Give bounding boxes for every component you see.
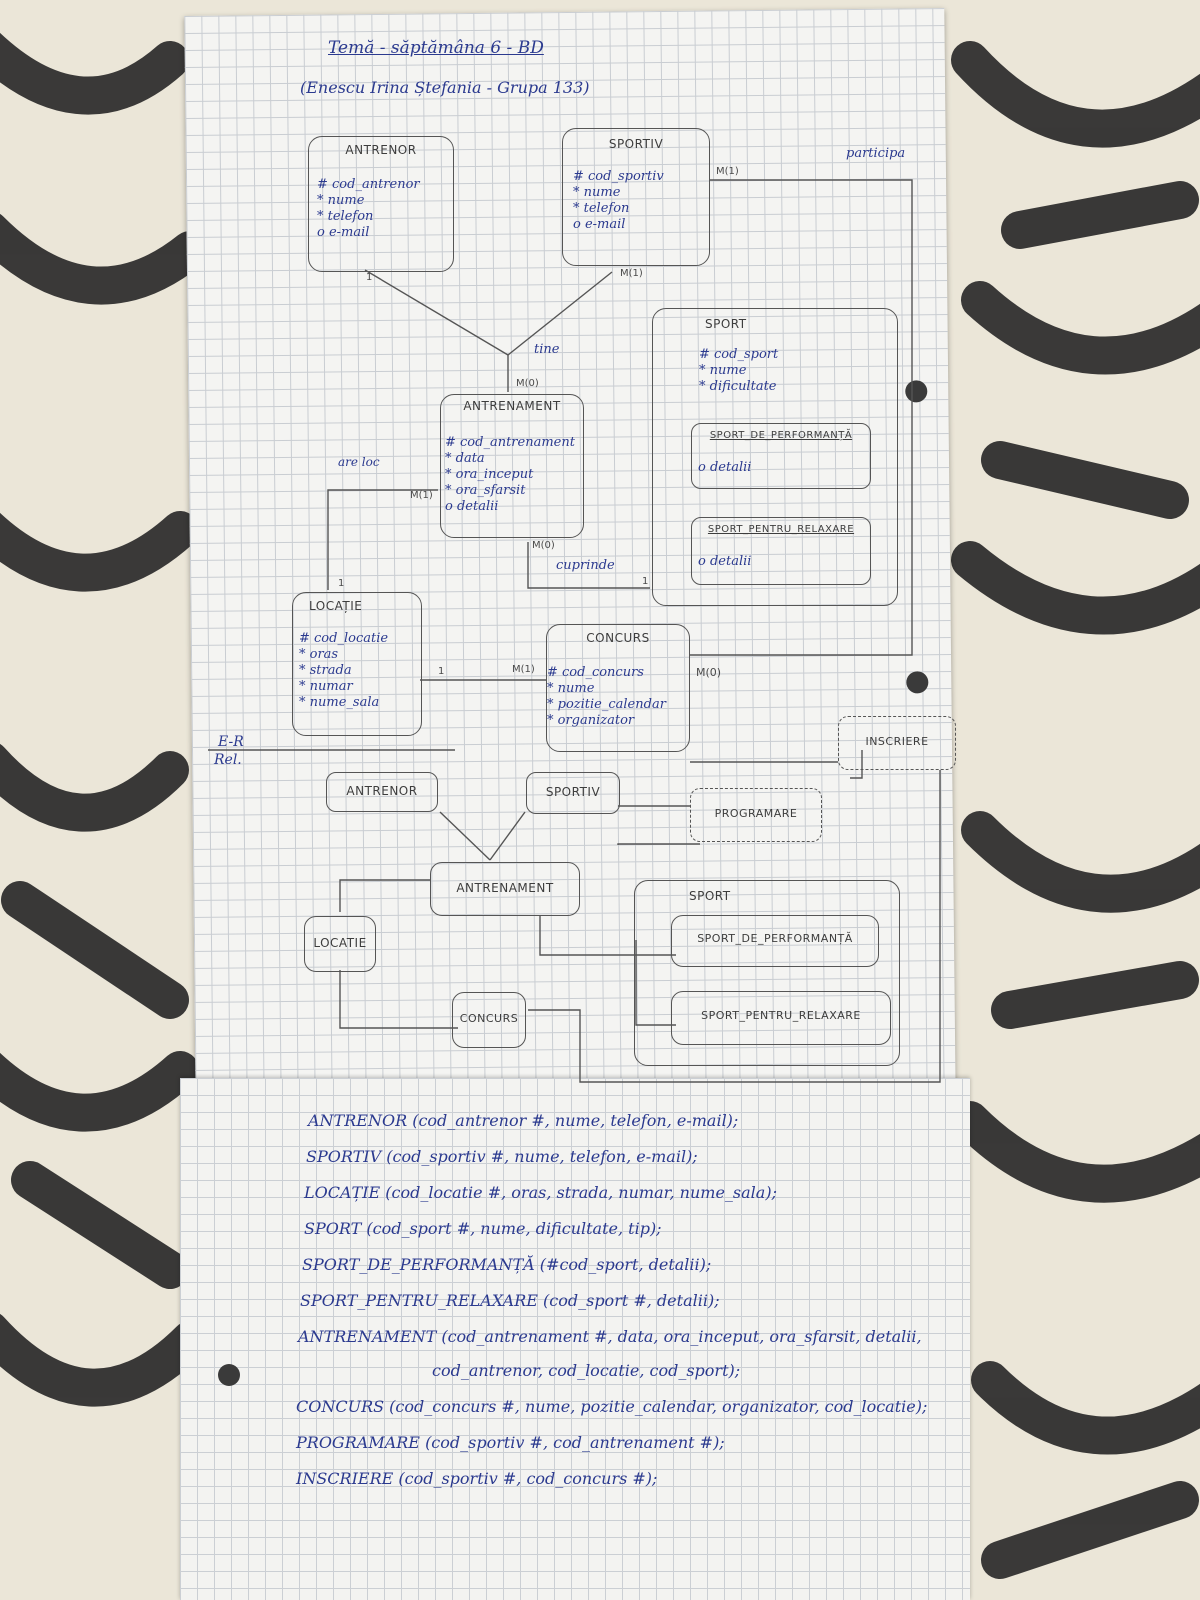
schema-line: cod_antrenor, cod_locatie, cod_sport); (432, 1361, 741, 1380)
cardinality-label: 1 (438, 666, 445, 677)
entity-sportiv: SPORTIV # cod_sportiv * nume * telefon o… (562, 128, 710, 266)
entity-concurs: CONCURS # cod_concurs * nume * pozitie_c… (546, 624, 690, 752)
label-er: E-R (218, 734, 244, 750)
schema-line: ANTRENAMENT (cod_antrenament #, data, or… (298, 1327, 922, 1346)
cardinality-label: M(0) (516, 378, 539, 389)
page-title: Temă - săptămâna 6 - BD (328, 38, 544, 58)
box-label: ANTRENAMENT (456, 881, 554, 895)
attribute: * nume (573, 185, 621, 200)
entity-sport: SPORT # cod_sport * nume * dificultate S… (652, 308, 898, 606)
box-label: SPORT_DE_PERFORMANȚĂ (697, 932, 853, 945)
cardinality-label: 1 (642, 576, 649, 587)
punch-hole (906, 671, 929, 694)
cardinality-label: M(1) (410, 490, 433, 501)
attribute: o detalii (698, 460, 752, 475)
schema-line: INSCRIERE (cod_sportiv #, cod_concurs #)… (296, 1469, 658, 1488)
attribute: # cod_antrenor (317, 177, 420, 192)
paper-sheet-bottom (180, 1078, 970, 1600)
rel-box-locatie: LOCATIE (304, 916, 376, 972)
schema-line: LOCAȚIE (cod_locatie #, oras, strada, nu… (304, 1183, 777, 1202)
attribute: * telefon (317, 209, 374, 224)
schema-line: CONCURS (cod_concurs #, nume, pozitie_ca… (296, 1397, 928, 1416)
schema-line: SPORT_PENTRU_RELAXARE (cod_sport #, deta… (300, 1291, 720, 1310)
attribute: * nume_sala (299, 695, 380, 710)
subtype-sport-de-performanta: SPORT_DE_PERFORMANȚĂ o detalii (691, 423, 871, 489)
box-label: CONCURS (459, 1012, 519, 1025)
entity-title: ANTRENOR (345, 143, 417, 157)
attribute: * ora_inceput (445, 467, 534, 482)
rel-box-sport: SPORT SPORT_DE_PERFORMANȚĂ SPORT_PENTRU_… (634, 880, 900, 1066)
label-rel: Rel. (214, 752, 242, 768)
box-label: SPORT_PENTRU_RELAXARE (701, 1009, 861, 1022)
rel-box-sport-de-performanta: SPORT_DE_PERFORMANȚĂ (671, 915, 879, 967)
rel-box-sport-pentru-relaxare: SPORT_PENTRU_RELAXARE (671, 991, 891, 1045)
box-label: LOCATIE (313, 936, 367, 950)
attribute: # cod_sport (699, 347, 779, 362)
punch-hole (905, 380, 928, 403)
attribute: * nume (317, 193, 365, 208)
cardinality-label: 1 (366, 272, 373, 283)
attribute: * telefon (573, 201, 630, 216)
attribute: # cod_sportiv (573, 169, 664, 184)
attribute: * strada (299, 663, 352, 678)
relation-label-cuprinde: cuprinde (556, 558, 615, 573)
schema-line: SPORT (cod_sport #, nume, dificultate, t… (304, 1219, 662, 1238)
attribute: o e-mail (573, 217, 626, 232)
entity-antrenament: ANTRENAMENT # cod_antrenament * data * o… (440, 394, 584, 538)
box-label: SPORT (689, 889, 731, 903)
punch-hole (218, 1364, 240, 1386)
cardinality-label: M(1) (716, 166, 739, 177)
attribute: # cod_locatie (299, 631, 389, 646)
cardinality-label: M(0) (532, 540, 555, 551)
relation-label-tine: tine (534, 342, 560, 357)
entity-antrenor: ANTRENOR # cod_antrenor * nume * telefon… (308, 136, 454, 272)
cardinality-label: M(0) (696, 666, 722, 679)
rel-box-antrenor: ANTRENOR (326, 772, 438, 812)
schema-line: PROGRAMARE (cod_sportiv #, cod_antrename… (296, 1433, 725, 1452)
schema-line: SPORT_DE_PERFORMANȚĂ (#cod_sport, detali… (302, 1255, 712, 1274)
entity-title: ANTRENAMENT (463, 399, 561, 413)
attribute: o detalii (698, 554, 752, 569)
attribute: o detalii (445, 499, 499, 514)
attribute: * pozitie_calendar (547, 697, 666, 712)
rel-box-antrenament: ANTRENAMENT (430, 862, 580, 916)
schema-line: ANTRENOR (cod_antrenor #, nume, telefon,… (308, 1111, 739, 1130)
attribute: * data (445, 451, 485, 466)
entity-title: SPORT_PENTRU_RELAXARE (707, 524, 855, 535)
attribute: * oras (299, 647, 339, 662)
entity-title: CONCURS (586, 631, 650, 645)
attribute: # cod_concurs (547, 665, 644, 680)
relation-label-are-loc: are loc (338, 455, 380, 469)
author-line: (Enescu Irina Ștefania - Grupa 133) (300, 78, 590, 97)
attribute: * numar (299, 679, 353, 694)
attribute: * dificultate (699, 379, 777, 394)
rel-box-concurs: CONCURS (452, 992, 526, 1048)
attribute: o e-mail (317, 225, 370, 240)
rel-box-inscriere: INSCRIERE (838, 716, 956, 770)
entity-title: SPORTIV (608, 137, 664, 151)
rel-box-programare: PROGRAMARE (690, 788, 822, 842)
box-label: SPORTIV (545, 785, 601, 799)
attribute: * nume (699, 363, 747, 378)
attribute: * ora_sfarsit (445, 483, 526, 498)
entity-title: SPORT (705, 317, 747, 331)
attribute: # cod_antrenament (445, 435, 575, 450)
entity-locatie: LOCAȚIE # cod_locatie * oras * strada * … (292, 592, 422, 736)
entity-title: LOCAȚIE (309, 599, 363, 613)
rel-box-sportiv: SPORTIV (526, 772, 620, 814)
box-label: ANTRENOR (346, 784, 418, 798)
box-label: INSCRIERE (865, 735, 929, 748)
subtype-sport-pentru-relaxare: SPORT_PENTRU_RELAXARE o detalii (691, 517, 871, 585)
schema-line: SPORTIV (cod_sportiv #, nume, telefon, e… (306, 1147, 698, 1166)
cardinality-label: 1 (338, 578, 345, 589)
attribute: * nume (547, 681, 595, 696)
entity-title: SPORT_DE_PERFORMANȚĂ (709, 430, 853, 441)
box-label: PROGRAMARE (714, 807, 798, 820)
attribute: * organizator (547, 713, 635, 728)
cardinality-label: M(1) (512, 664, 535, 675)
relation-label-participa: participa (846, 146, 906, 161)
cardinality-label: M(1) (620, 268, 643, 279)
relational-schema: ANTRENOR (cod_antrenor #, nume, telefon,… (296, 1110, 927, 1488)
